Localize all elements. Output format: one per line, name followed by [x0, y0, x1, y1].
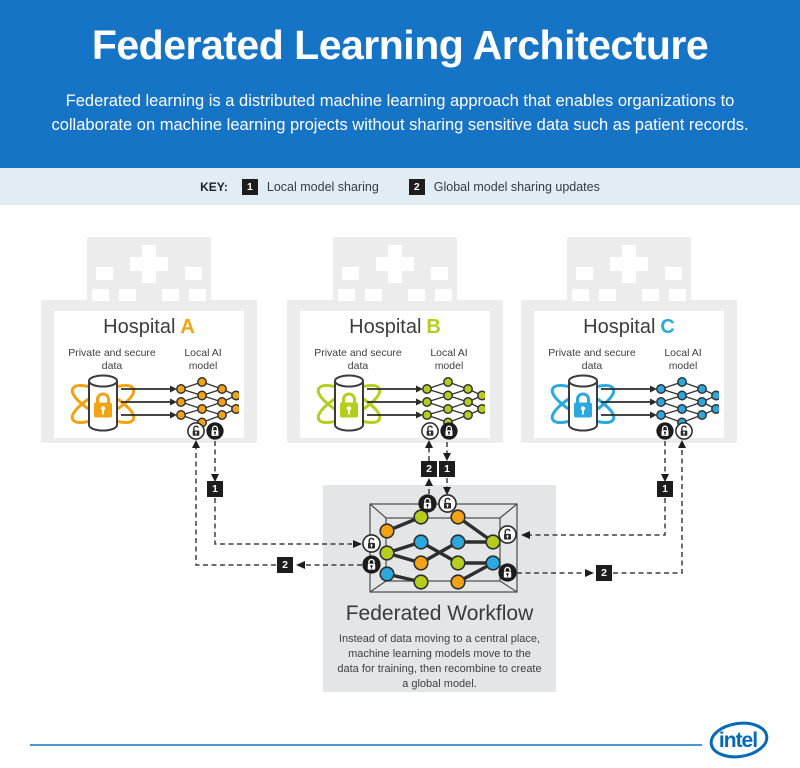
- intel-logo-text: intel: [719, 729, 757, 752]
- step-badge-global: 2: [277, 557, 293, 573]
- private-data-label: Private and secure data: [314, 347, 402, 373]
- padlock-locked-icon: [206, 422, 224, 440]
- padlock-locked-icon: [362, 555, 381, 574]
- private-data-label: Private and secure data: [68, 347, 156, 373]
- hospital-letter: C: [660, 316, 675, 338]
- padlock-locked-icon: [418, 494, 437, 513]
- padlock-unlocked-icon: [421, 422, 439, 440]
- padlock-locked-icon: [656, 422, 674, 440]
- hospital-name: Hospital: [583, 316, 656, 338]
- legend-text-1: Local model sharing: [266, 179, 379, 194]
- hospital-name: Hospital: [103, 316, 176, 338]
- workflow-title: Federated Workflow: [345, 602, 534, 625]
- footer-divider: [30, 744, 702, 746]
- legend-label: KEY:: [200, 179, 228, 194]
- step-badge-local: 1: [657, 481, 673, 497]
- database-to-model-diagram: [305, 369, 485, 435]
- padlock-unlocked-icon: [187, 422, 205, 440]
- padlock-unlocked-icon: [362, 534, 381, 553]
- page-title: Federated Learning Architecture: [91, 22, 709, 68]
- step-badge-global: 2: [421, 461, 437, 477]
- hospital-letter: B: [426, 316, 441, 338]
- legend-badge-1: 1: [241, 178, 258, 195]
- page-subtitle: Federated learning is a distributed mach…: [51, 92, 749, 134]
- header-banner: Federated Learning Architecture Federate…: [0, 0, 800, 168]
- padlock-unlocked-icon: [675, 422, 693, 440]
- local-model-label: Local AI model: [664, 347, 702, 373]
- padlock-locked-icon: [440, 422, 458, 440]
- local-model-label: Local AI model: [430, 347, 468, 373]
- intel-logo: intel: [709, 721, 769, 759]
- local-model-label: Local AI model: [184, 347, 222, 373]
- hospital-name: Hospital: [349, 316, 422, 338]
- legend-bar: KEY: 1 Local model sharing 2 Global mode…: [0, 168, 800, 205]
- step-badge-global: 2: [596, 565, 612, 581]
- private-data-label: Private and secure data: [548, 347, 636, 373]
- padlock-unlocked-icon: [438, 494, 457, 513]
- padlock-unlocked-icon: [498, 525, 517, 544]
- workflow-description: Instead of data moving to a central plac…: [337, 633, 542, 690]
- step-badge-local: 1: [439, 461, 455, 477]
- legend-badge-2: 2: [408, 178, 425, 195]
- padlock-locked-icon: [498, 563, 517, 582]
- legend-text-2: Global model sharing updates: [433, 179, 600, 194]
- global-model-network-diagram: [369, 503, 518, 593]
- hospital-letter: A: [180, 316, 195, 338]
- step-badge-local: 1: [207, 481, 223, 497]
